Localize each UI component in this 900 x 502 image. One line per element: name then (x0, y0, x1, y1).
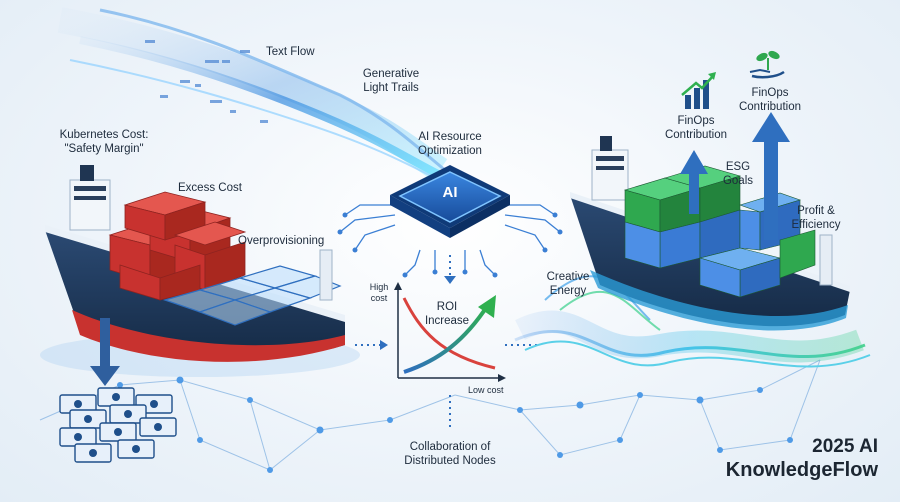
brand-watermark: 2025 AI KnowledgeFlow (726, 436, 878, 482)
text-flow-label: Text Flow (266, 46, 315, 58)
ai-resource-optimization-label: AI Resource Optimization (418, 131, 482, 157)
finops-contribution-right-label: FinOps Contribution (738, 87, 801, 113)
profit-efficiency-label: Profit & Efficiency (791, 205, 841, 231)
brand-line-1: 2025 AI (812, 436, 878, 457)
excess-cost-label: Excess Cost (178, 182, 242, 194)
creative-energy-wave (514, 275, 871, 368)
excess-cost-containers (108, 191, 247, 301)
light-trail-flow (57, 7, 448, 181)
creative-energy-label: Creative Energy (546, 271, 590, 297)
kubernetes-cost-label: Kubernetes Cost: "Safety Margin" (59, 129, 149, 155)
esg-goals-label: ESG Goals (722, 161, 754, 187)
ai-chip-icon (337, 165, 563, 278)
chip-ai-text: AI (442, 184, 458, 201)
plant-hand-icon (749, 50, 785, 79)
down-arrowhead (444, 276, 456, 284)
money-stack-icon (59, 387, 177, 463)
brand-line-2: KnowledgeFlow (725, 459, 878, 481)
right-ship (570, 136, 850, 331)
bar-chart-growth-icon (681, 72, 716, 109)
cost-down-arrow (90, 318, 120, 386)
collaboration-label: Collaboration of Distributed Nodes (404, 441, 496, 467)
overprovisioning-label: Overprovisioning (238, 235, 325, 247)
low-cost-label: Low cost (468, 385, 504, 395)
high-cost-label: High cost (369, 282, 389, 303)
left-ship-bridge (69, 165, 111, 231)
generative-light-trails-label: Generative Light Trails (362, 68, 420, 94)
text-fragment-particles (145, 40, 268, 123)
right-arrowhead-left (380, 340, 388, 350)
right-ship-bridge (591, 136, 629, 201)
efficient-containers (623, 165, 816, 298)
network-nodes (117, 376, 793, 473)
overprovisioned-empty-slots (162, 265, 342, 326)
roi-chart (394, 282, 506, 382)
growth-arrows (680, 112, 790, 240)
left-ship (40, 165, 360, 377)
roi-increase-label: ROI Increase (424, 301, 470, 327)
finops-contribution-left-label: FinOps Contribution (664, 115, 727, 141)
